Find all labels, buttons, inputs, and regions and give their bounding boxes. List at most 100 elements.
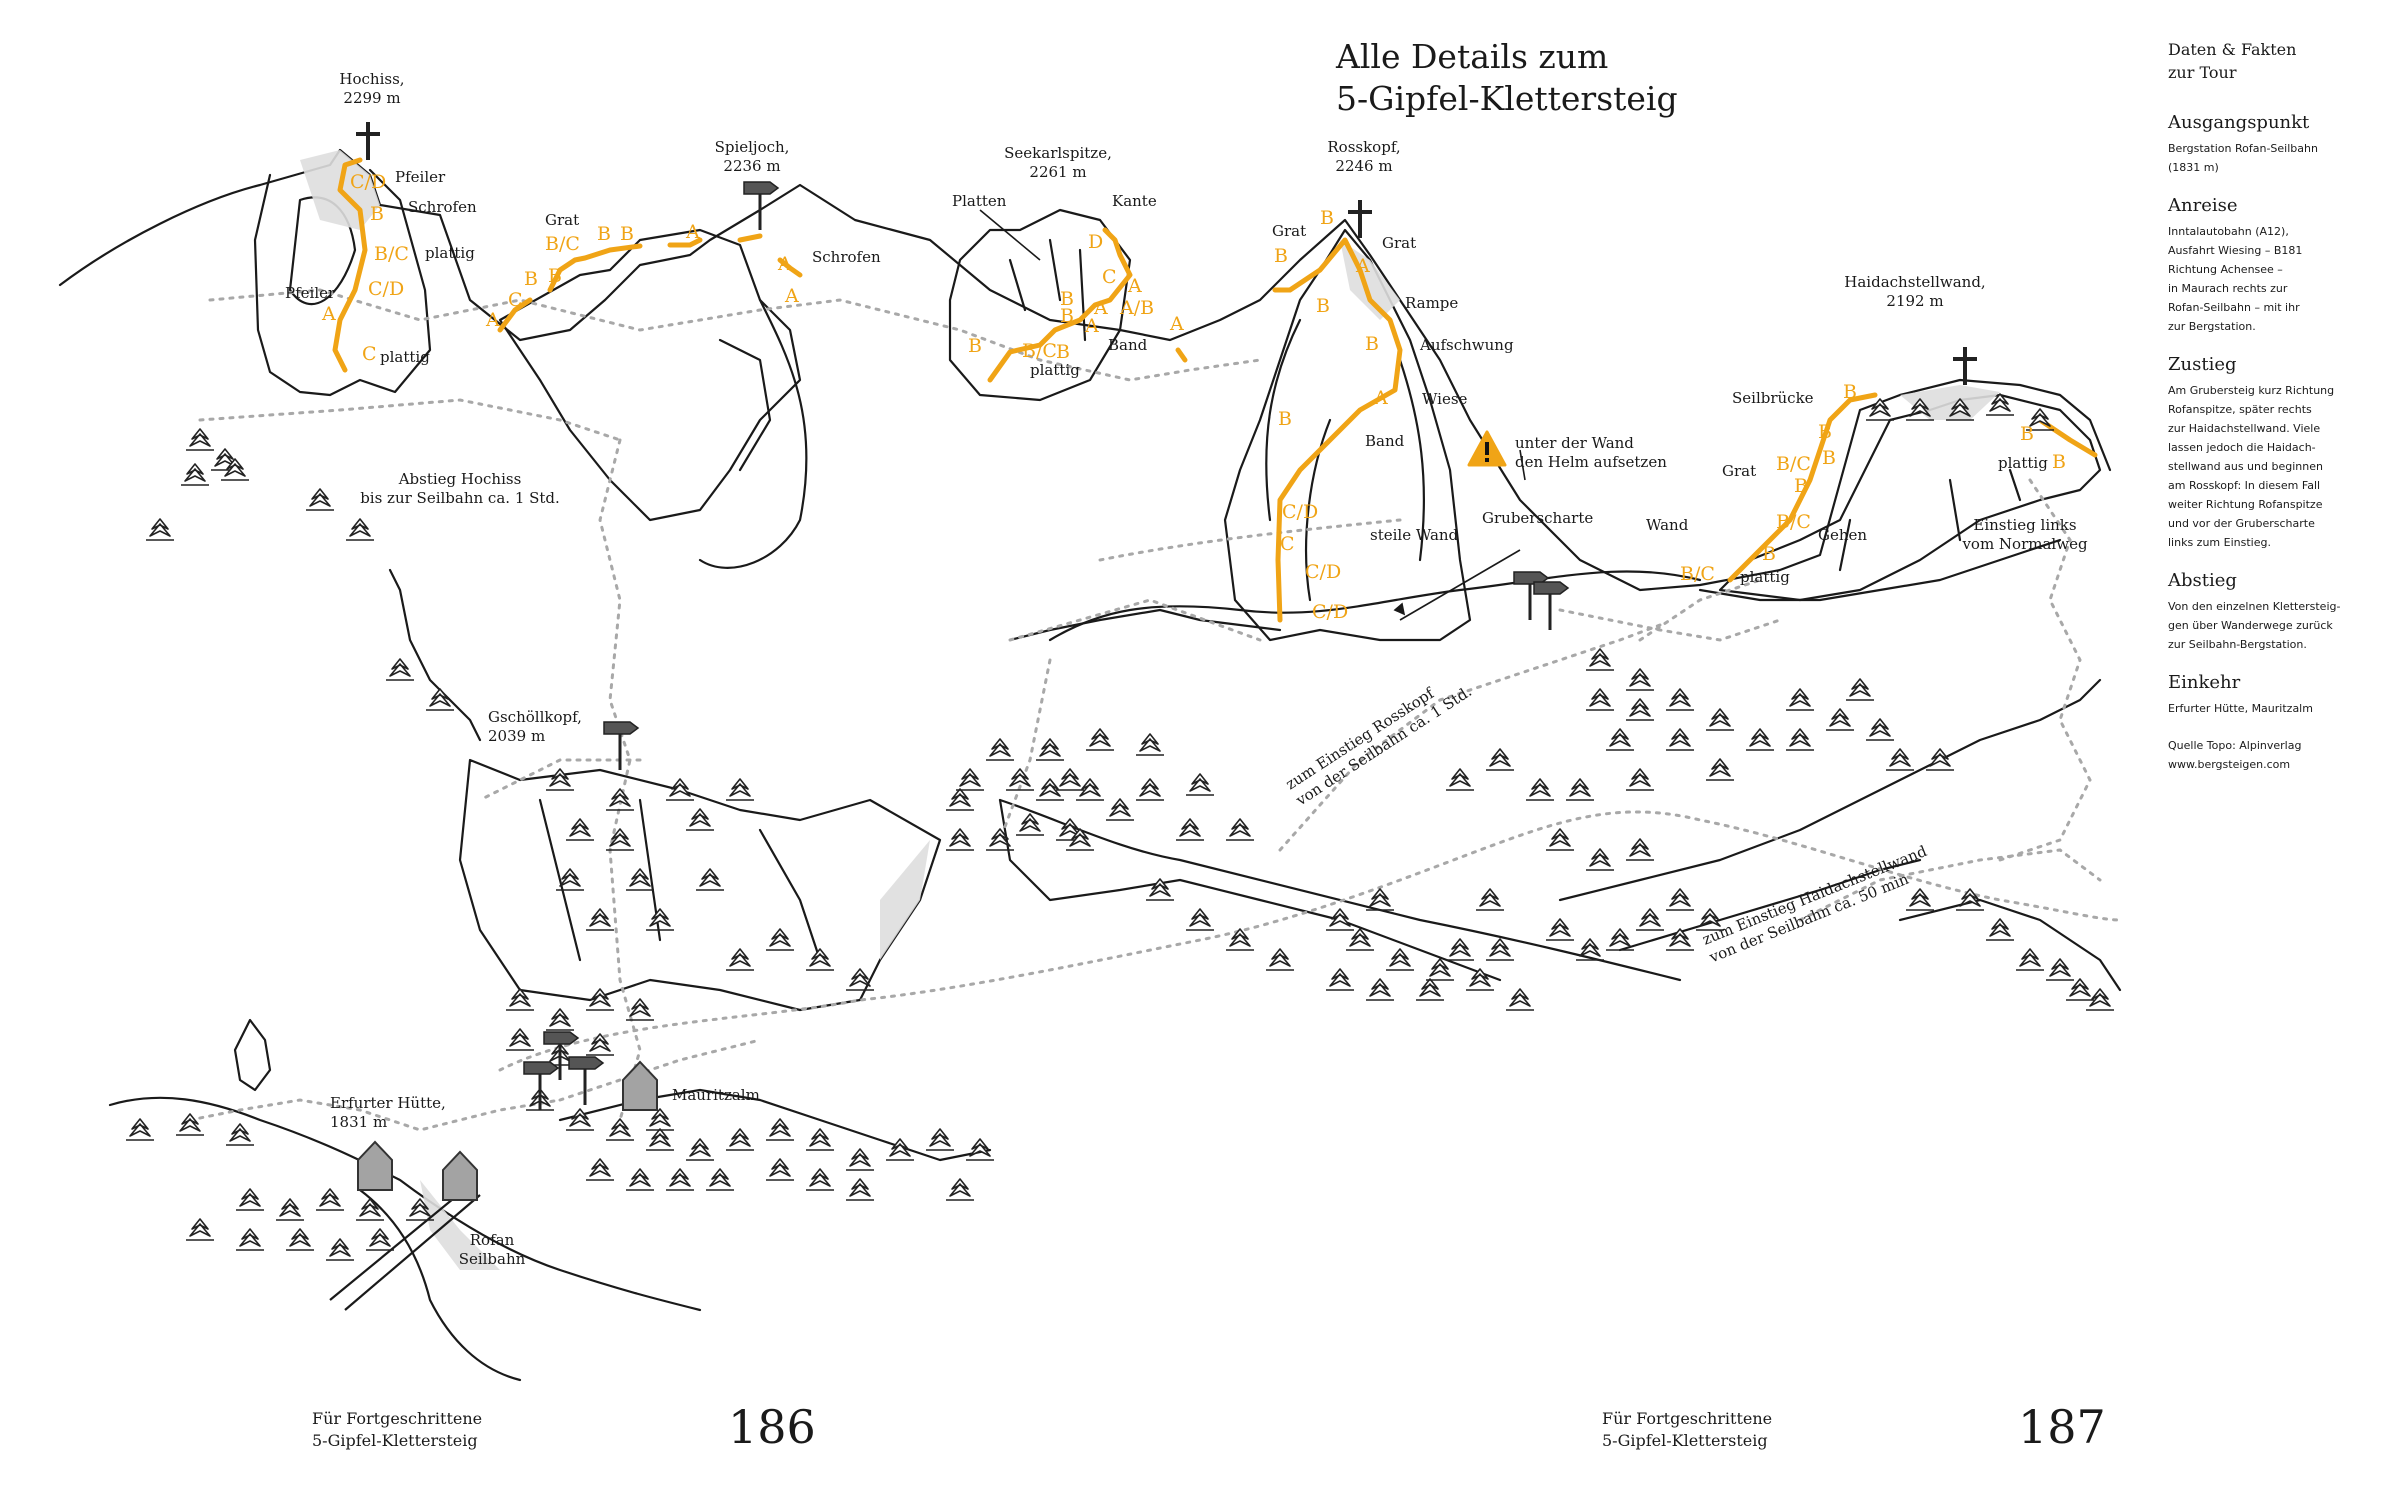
svg-text:B/C: B/C (1022, 340, 1057, 362)
svg-text:B: B (548, 265, 562, 287)
svg-text:B: B (620, 223, 634, 245)
svg-text:A: A (1355, 255, 1370, 277)
facts-sidebar: Daten & Fakten zur Tour Ausgangspunkt Be… (2168, 38, 2368, 774)
section-ausgangspunkt: Ausgangspunkt Bergstation Rofan-Seilbahn… (2168, 112, 2318, 174)
page-title: Alle Details zum 5-Gipfel-Klettersteig (1336, 36, 1678, 120)
svg-text:B: B (1316, 295, 1330, 317)
label-rosskopf: Rosskopf,2246 m (1327, 138, 1400, 175)
svg-text:B: B (1320, 207, 1334, 229)
svg-text:B: B (968, 335, 982, 357)
svg-text:A: A (1127, 275, 1142, 297)
svg-text:B: B (1843, 381, 1857, 403)
svg-text:A: A (1169, 313, 1184, 335)
svg-text:B: B (1762, 543, 1776, 565)
svg-text:A: A (1093, 297, 1108, 319)
svg-text:C/D: C/D (1282, 501, 1318, 523)
svg-text:B: B (2020, 423, 2034, 445)
svg-text:B: B (1794, 475, 1808, 497)
svg-text:B: B (2052, 451, 2066, 473)
svg-text:B/C: B/C (1680, 563, 1715, 585)
svg-text:C: C (362, 343, 377, 365)
svg-text:Aufschwung: Aufschwung (1419, 336, 1514, 354)
svg-text:B/C: B/C (374, 243, 409, 265)
svg-text:Gehen: Gehen (1818, 526, 1867, 544)
svg-text:D: D (1088, 231, 1103, 253)
svg-text:Grat: Grat (545, 211, 579, 229)
zum-haidach-note: zum Einstieg Haidachstellwandvon der Sei… (1699, 842, 1937, 967)
svg-text:plattig: plattig (1740, 568, 1790, 586)
section-anreise: Anreise Inntalautobahn (A12),Ausfahrt Wi… (2168, 195, 2303, 333)
svg-text:A: A (777, 253, 792, 275)
section-einkehr: Einkehr Erfurter Hütte, Mauritzalm (2168, 672, 2313, 715)
footer-right: Für Fortgeschrittene 5-Gipfel-Kletterste… (1602, 1409, 1773, 1450)
svg-text:A: A (784, 285, 799, 307)
page-number-left: 186 (728, 1400, 816, 1454)
source-note: Quelle Topo: Alpinverlag www.bergsteigen… (2168, 739, 2302, 771)
climbing-route (332, 157, 2098, 623)
svg-text:Schrofen: Schrofen (812, 248, 881, 266)
svg-text:C: C (1102, 266, 1117, 288)
svg-text:B: B (1818, 421, 1832, 443)
summit-labels: Hochiss,2299 m Spieljoch,2236 m Seekarls… (330, 70, 1986, 1268)
svg-text:A: A (685, 221, 700, 243)
label-erfurter-huette: Erfurter Hütte,1831 m (330, 1094, 446, 1131)
title-line-2: 5-Gipfel-Klettersteig (1336, 79, 1678, 118)
svg-text:B: B (1060, 305, 1074, 327)
svg-text:B: B (1056, 341, 1070, 363)
svg-text:plattig: plattig (1998, 454, 2048, 472)
warning-icon (1467, 430, 1507, 467)
svg-text:C: C (1280, 533, 1295, 555)
svg-text:A: A (1084, 315, 1099, 337)
svg-text:plattig: plattig (380, 348, 430, 366)
svg-text:C: C (508, 289, 523, 311)
label-spieljoch: Spieljoch,2236 m (715, 138, 790, 175)
ridge-lines (58, 148, 2122, 1382)
label-haidachstellwand: Haidachstellwand,2192 m (1844, 273, 1985, 310)
svg-text:A/B: A/B (1119, 297, 1154, 319)
title-line-1: Alle Details zum (1336, 37, 1609, 76)
svg-text:A: A (485, 309, 500, 331)
svg-text:B: B (597, 223, 611, 245)
svg-text:Wiese: Wiese (1422, 390, 1468, 408)
svg-text:B/C: B/C (1776, 453, 1811, 475)
leader-lines (979, 209, 1526, 621)
svg-text:B/C: B/C (545, 233, 580, 255)
cable-car-lines (329, 1184, 481, 1311)
sidebar-header: Daten & Fakten zur Tour (2168, 40, 2297, 82)
svg-text:Grat: Grat (1722, 462, 1756, 480)
terrain-labels: Pfeiler Schrofen plattig Pfeiler plattig… (285, 168, 2048, 586)
zum-rosskopf-note: zum Einstieg Rosskopfvon der Seilbahn ca… (1282, 666, 1475, 810)
route-grades: C/D B B/C C/D A C A C B B B/C B B A A A … (321, 171, 2066, 623)
svg-text:Rampe: Rampe (1405, 294, 1458, 312)
svg-text:Grat: Grat (1272, 222, 1306, 240)
svg-text:Gruberscharte: Gruberscharte (1482, 509, 1593, 527)
svg-text:C/D: C/D (1312, 601, 1348, 623)
svg-text:Seilbrücke: Seilbrücke (1732, 389, 1814, 407)
svg-text:C/D: C/D (368, 278, 404, 300)
label-gschoellkopf: Gschöllkopf,2039 m (488, 708, 582, 745)
svg-text:A: A (321, 303, 336, 325)
svg-text:B: B (1278, 408, 1292, 430)
svg-text:A: A (1373, 387, 1388, 409)
svg-text:plattig: plattig (425, 244, 475, 262)
svg-text:B: B (1274, 245, 1288, 267)
svg-text:C/D: C/D (1305, 561, 1341, 583)
svg-text:Kante: Kante (1112, 192, 1157, 210)
svg-text:plattig: plattig (1030, 361, 1080, 379)
label-mauritzalm: Mauritzalm (672, 1086, 760, 1104)
svg-text:C/D: C/D (350, 171, 386, 193)
svg-text:Band: Band (1365, 432, 1405, 450)
section-abstieg: Abstieg Von den einzelnen Klettersteig-g… (2168, 570, 2341, 651)
hiking-trails (188, 288, 2122, 1132)
svg-text:Wand: Wand (1646, 516, 1689, 534)
page-number-right: 187 (2018, 1400, 2106, 1454)
svg-text:Pfeiler: Pfeiler (285, 284, 336, 302)
svg-text:B: B (1060, 288, 1074, 310)
svg-text:Band: Band (1108, 336, 1148, 354)
svg-text:B/C: B/C (1776, 511, 1811, 533)
